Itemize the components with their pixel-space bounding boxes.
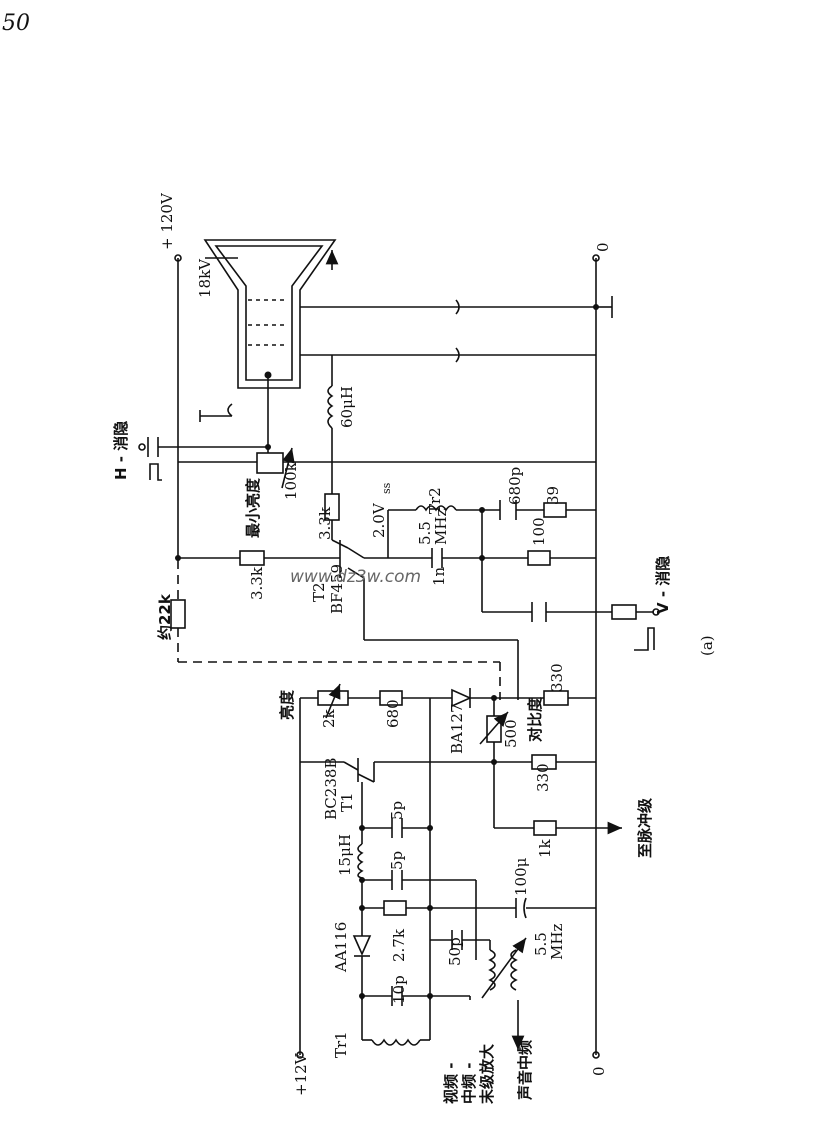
label-tr2-mhz: MHz [432, 509, 450, 545]
label-t2: T2 [310, 582, 328, 602]
page-number: 50 [2, 11, 30, 36]
label-tr1: Tr1 [332, 1031, 350, 1058]
label-bf459: BF459 [328, 564, 346, 614]
labels: + 120V 0 18kV 60μH H - 消隐 100k 最小亮度 3.3k… [112, 192, 716, 1104]
figure-label: (a) [698, 635, 716, 656]
label-500: 500 [502, 719, 520, 748]
label-50p: 50p [446, 937, 464, 966]
label-60uh: 60μH [338, 386, 356, 428]
label-tr2: Tr2 [426, 487, 444, 514]
label-39: 39 [544, 486, 562, 505]
label-3k3-horizontal: 3.3k [248, 566, 266, 600]
label-18kv: 18kV [196, 258, 214, 298]
label-5p-bottom: 5p [388, 851, 406, 870]
label-2k: 2k [320, 708, 338, 728]
crt-tube [203, 239, 339, 389]
watermark: www.dz3w.com [290, 567, 421, 587]
label-plus-12v: +12V [292, 1052, 310, 1096]
junctions [175, 304, 599, 999]
label-100k: 100k [282, 461, 300, 500]
label-22k: 约22k [156, 593, 174, 640]
label-vss: ss [380, 482, 393, 494]
label-h-blank: H - 消隐 [112, 421, 130, 480]
label-680p: 680p [506, 467, 524, 505]
label-aa116: AA116 [332, 922, 350, 973]
label-100u: 100μ [512, 857, 530, 896]
label-tr2-5-5: 5.5 [416, 521, 434, 545]
label-t1: T1 [338, 792, 356, 812]
label-video-if-3: 末级放大 [478, 1044, 496, 1104]
label-plus-120v: + 120V [158, 192, 176, 250]
label-15uh: 15μH [336, 834, 354, 876]
label-contrast: 对比度 [526, 696, 544, 742]
label-video-if-2: 中频 - [460, 1063, 478, 1104]
label-sound-if: 声音中频 [516, 1040, 534, 1101]
label-680: 680 [384, 699, 402, 728]
label-bc238b: BC238B [322, 758, 340, 820]
label-to-sync: 至脉冲级 [636, 797, 654, 858]
label-video-if-1: 视频 - [442, 1063, 460, 1104]
label-zero-top: 0 [594, 242, 612, 252]
label-330-bottom: 330 [534, 763, 552, 792]
label-1n: 1n [430, 566, 448, 586]
label-brightness: 亮度 [278, 689, 296, 720]
label-sound-mhz: MHz [548, 924, 566, 960]
components [138, 254, 660, 1059]
label-3k3-vertical: 3.3k [316, 506, 334, 540]
label-v-blank: V - 消隐 [654, 556, 672, 614]
label-1k: 1k [536, 838, 554, 858]
label-2v: 2.0V [370, 502, 388, 538]
label-5p-top: 5p [388, 801, 406, 820]
label-2k7: 2.7k [390, 928, 408, 962]
label-min-brightness: 最小亮度 [244, 477, 262, 538]
label-ba127: BA127 [448, 704, 466, 755]
label-330-top: 330 [548, 663, 566, 692]
label-10p: 10p [390, 975, 408, 1004]
label-zero-bottom: 0 [590, 1066, 608, 1076]
label-100: 100 [530, 517, 548, 546]
label-sound-5-5: 5.5 [532, 932, 550, 956]
